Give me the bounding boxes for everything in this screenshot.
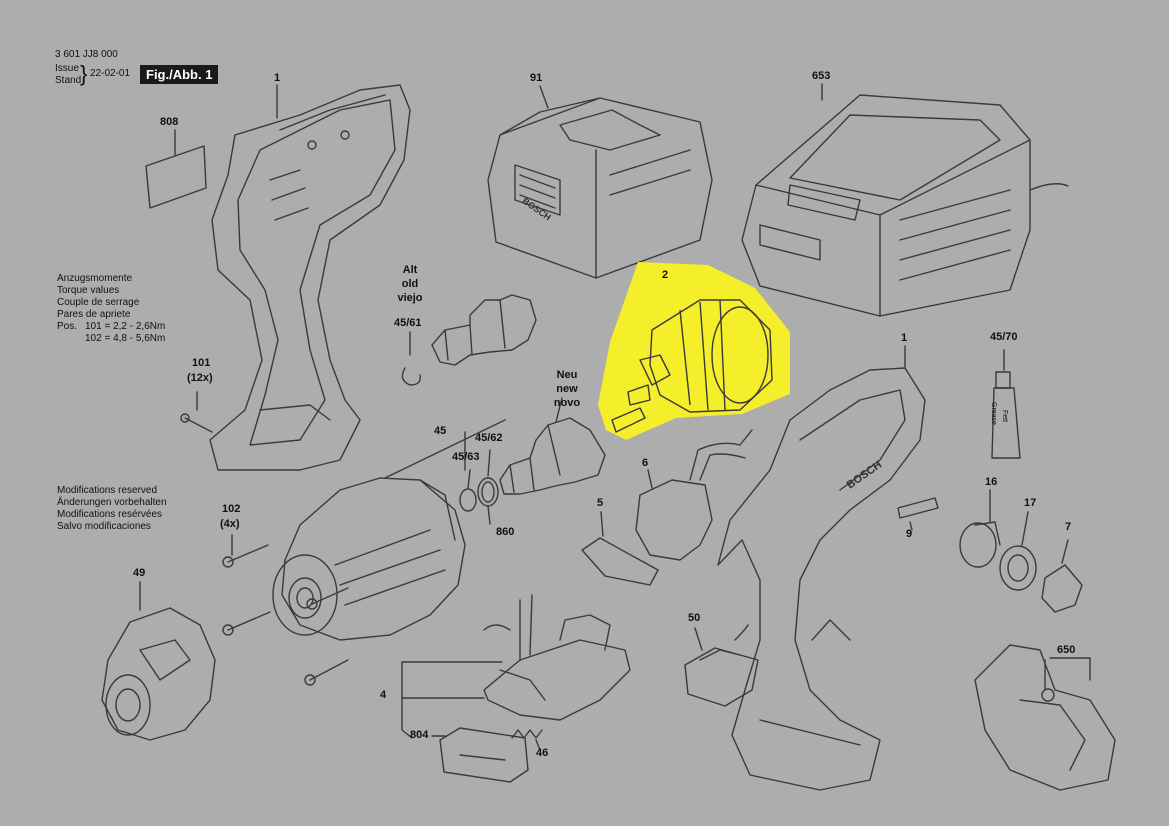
part-label-45: 45 (434, 425, 447, 437)
part-number-heading: 3 601 JJ8 000 (55, 49, 118, 60)
new-label: new (556, 383, 578, 395)
part-label-46: 46 (536, 747, 549, 759)
part-label-17: 17 (1024, 497, 1037, 509)
part-label-653: 653 (812, 70, 831, 82)
stand-label: Stand (55, 75, 82, 86)
torque-note-line-4: Pares de apriete (57, 309, 131, 320)
part-label-5: 5 (597, 497, 604, 509)
grease-tube-45-70 (991, 349, 1021, 459)
neu-label: Neu (556, 369, 578, 381)
issue-date: 22-02-01 (90, 68, 131, 79)
modifications-line-1: Modifications reserved (57, 485, 158, 496)
torque-note-line-1: Anzugsmomente (57, 273, 133, 284)
electronics-module-4 (401, 594, 631, 739)
anvil-old-45-61 (401, 294, 537, 386)
housing-half-left (209, 84, 411, 471)
switch-6 (635, 429, 753, 561)
part-label-2: 2 (662, 269, 669, 281)
part-label-1-right: 1 (901, 332, 908, 344)
alt-label: Alt (402, 264, 418, 276)
grease-text: Grease (990, 402, 997, 425)
modifications-line-4: Salvo modificaciones (57, 521, 151, 532)
part-label-101: 101 (192, 357, 211, 369)
slider-5 (581, 511, 659, 586)
torque-101: 101 = 2,2 - 2,6Nm (85, 321, 166, 332)
plate-804 (431, 727, 529, 783)
torque-note-line-3: Couple de serrage (57, 297, 140, 308)
part-label-101-qty: (12x) (187, 372, 213, 384)
issue-label: Issue (55, 63, 79, 74)
screws (180, 391, 349, 686)
part-label-4: 4 (380, 689, 387, 701)
part-label-45-62: 45/62 (475, 432, 503, 444)
battery-pack-91 (487, 85, 713, 279)
part-label-45-63: 45/63 (452, 451, 480, 463)
novo-label: novo (553, 397, 581, 409)
torque-102: 102 = 4,8 - 5,6Nm (85, 333, 166, 344)
part-label-45-61: 45/61 (394, 317, 422, 329)
label-sticker-808 (145, 129, 207, 209)
part-label-9: 9 (906, 528, 913, 540)
part-label-804: 804 (410, 729, 429, 741)
part-label-102-qty: (4x) (220, 518, 240, 530)
sticker-9 (897, 497, 939, 531)
viejo-label: viejo (397, 292, 423, 304)
parts-16-17-7 (959, 489, 1083, 613)
part-label-45-70: 45/70 (990, 331, 1018, 343)
part-label-50: 50 (688, 612, 701, 624)
part-label-7: 7 (1065, 521, 1072, 533)
brace-glyph: } (80, 61, 88, 86)
part-label-1-top: 1 (274, 72, 281, 84)
torque-pos-label: Pos. (57, 321, 78, 332)
figure-label: Fig./Abb. 1 (140, 65, 219, 84)
module-50 (684, 624, 759, 707)
charger-653 (741, 83, 1069, 317)
torque-note-line-2: Torque values (57, 285, 120, 296)
motor-2-highlight (598, 262, 790, 440)
part-label-860: 860 (496, 526, 515, 538)
modifications-line-3: Modifications resérvées (57, 509, 163, 520)
part-label-16: 16 (985, 476, 998, 488)
modifications-line-2: Änderungen vorbehalten (57, 497, 167, 508)
housing-half-right (717, 345, 926, 791)
o-rings (384, 419, 506, 525)
part-label-49: 49 (133, 567, 146, 579)
part-label-650: 650 (1057, 644, 1076, 656)
gear-housing-45 (272, 477, 466, 641)
spring-46 (511, 729, 543, 751)
part-label-102: 102 (222, 503, 241, 515)
part-label-91: 91 (530, 72, 543, 84)
part-label-6: 6 (642, 457, 649, 469)
part-label-808: 808 (160, 116, 179, 128)
belt-clip-650 (974, 644, 1116, 791)
old-label: old (401, 278, 419, 290)
anvil-new (499, 397, 606, 495)
fett-text: Fett (1001, 410, 1008, 423)
front-cap-49 (101, 581, 216, 741)
